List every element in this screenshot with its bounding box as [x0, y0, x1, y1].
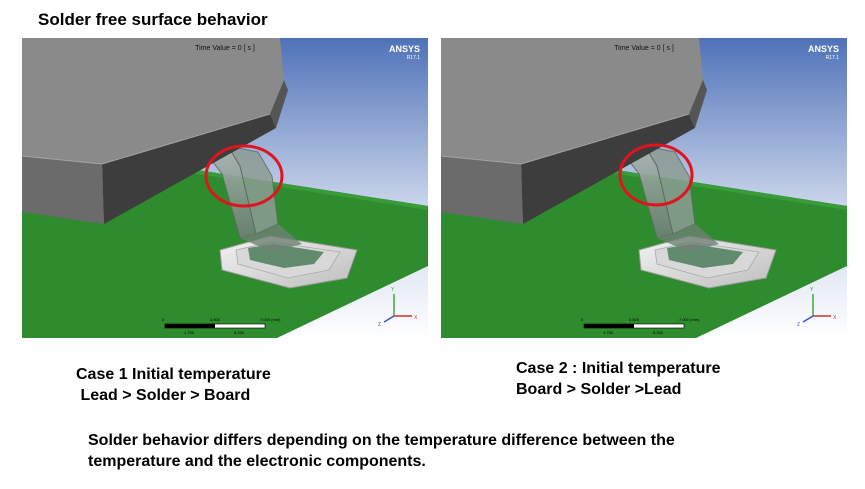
- time-value-label: Time Value = 0 [ s ]: [195, 45, 255, 52]
- case-2-order: Board > Solder >Lead: [516, 381, 682, 398]
- highlight-circle: [618, 143, 694, 207]
- ansys-logo: ANSYS R17.1: [807, 44, 839, 62]
- xyz-triad-icon: Y X Z: [378, 287, 418, 328]
- scale-label: 1.750: [603, 330, 614, 335]
- simulation-render: 0 3.500 7.000 (mm) 1.750 5.250 Y X Z: [22, 38, 428, 340]
- ansys-logo: ANSYS R17.1: [388, 44, 420, 62]
- simulation-panel-case-1: 0 3.500 7.000 (mm) 1.750 5.250 Y X Z Tim…: [22, 38, 428, 340]
- case-1-caption: Case 1 Initial temperature Lead > Solder…: [76, 364, 271, 406]
- scale-label: 7.000 (mm): [260, 317, 281, 322]
- scale-label: 1.750: [184, 330, 195, 335]
- time-value-label: Time Value = 0 [ s ]: [614, 45, 674, 52]
- simulation-render: 0 3.500 7.000 (mm) 1.750 5.250 Y X Z: [441, 38, 847, 340]
- case-2-caption: Case 2 : Initial temperature Board > Sol…: [516, 358, 721, 400]
- scale-label: 5.250: [653, 330, 664, 335]
- svg-text:Y: Y: [810, 287, 814, 293]
- highlight-circle: [204, 144, 284, 208]
- case-1-order: Lead > Solder > Board: [76, 387, 251, 404]
- svg-text:X: X: [833, 315, 837, 321]
- case-1-title: Case 1 Initial temperature: [76, 366, 271, 383]
- scale-label: 0: [162, 317, 165, 322]
- scale-label: 7.000 (mm): [679, 317, 700, 322]
- component-lead: [203, 145, 302, 252]
- svg-text:X: X: [414, 315, 418, 321]
- xyz-triad-icon: Y X Z: [797, 287, 837, 328]
- solder-pad: [219, 235, 358, 289]
- slide-title: Solder free surface behavior: [38, 10, 268, 29]
- solder-pad: [638, 235, 777, 289]
- scale-label: 5.250: [234, 330, 245, 335]
- svg-text:Y: Y: [391, 287, 395, 293]
- svg-text:Z: Z: [797, 322, 800, 328]
- scale-bar: 0 3.500 7.000 (mm) 1.750 5.250: [581, 317, 700, 335]
- scale-label: 0: [581, 317, 584, 322]
- scale-bar: 0 3.500 7.000 (mm) 1.750 5.250: [162, 317, 281, 335]
- component-lead: [620, 145, 719, 252]
- conclusion-note: Solder behavior differs depending on the…: [88, 432, 675, 470]
- simulation-panel-case-2: 0 3.500 7.000 (mm) 1.750 5.250 Y X Z Tim…: [441, 38, 847, 340]
- component-body: [22, 38, 288, 224]
- component-body: [441, 38, 707, 224]
- scale-label: 3.500: [210, 317, 221, 322]
- svg-text:Z: Z: [378, 322, 381, 328]
- scale-label: 3.500: [629, 317, 640, 322]
- case-2-title: Case 2 : Initial temperature: [516, 360, 721, 377]
